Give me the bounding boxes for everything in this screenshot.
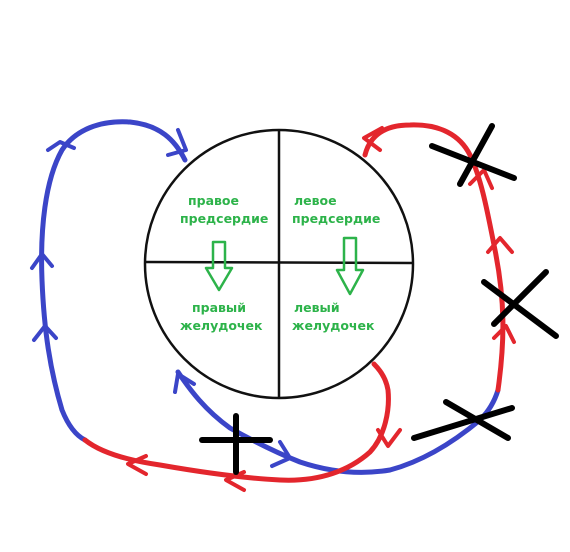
left-ventricle-label: левый желудочек — [292, 300, 375, 333]
plus-mark-icon — [199, 413, 273, 475]
x-mark-icon — [429, 123, 517, 187]
arterial-circulation-loop — [82, 122, 516, 492]
arterial-arrow-4 — [362, 126, 384, 152]
arterial-arrow-5 — [468, 168, 494, 190]
venous-arrow-4 — [166, 128, 188, 157]
venous-arrow-5 — [270, 440, 292, 468]
arterial-arrow-7 — [492, 324, 516, 344]
left-atrium-label: левое предсердие — [292, 193, 380, 226]
venous-arrow-2 — [30, 252, 54, 270]
cross-marks — [199, 123, 559, 475]
arterial-arrow-6 — [486, 236, 514, 254]
venous-arrow-6 — [173, 372, 196, 394]
valve-line-horizontal — [144, 260, 414, 265]
x-mark-icon — [411, 399, 515, 441]
venous-left-loop — [39, 119, 188, 443]
right-flow-down-arrow-icon — [204, 240, 234, 292]
venous-arrow-3 — [32, 324, 58, 342]
heart: правое предсердие левое предсердие правы… — [143, 128, 415, 400]
right-atrium-label: правое предсердие — [180, 193, 268, 226]
arterial-arrow-3 — [376, 428, 402, 448]
right-ventricle-label: правый желудочек — [180, 300, 263, 333]
arterial-right-loop — [362, 122, 506, 393]
venous-arrow-1 — [46, 140, 76, 152]
arterial-arrow-1 — [126, 454, 148, 476]
x-mark-icon — [481, 269, 559, 339]
arterial-arrow-2 — [224, 470, 246, 492]
left-flow-down-arrow-icon — [335, 236, 365, 296]
arterial-lower-loop — [82, 361, 391, 483]
